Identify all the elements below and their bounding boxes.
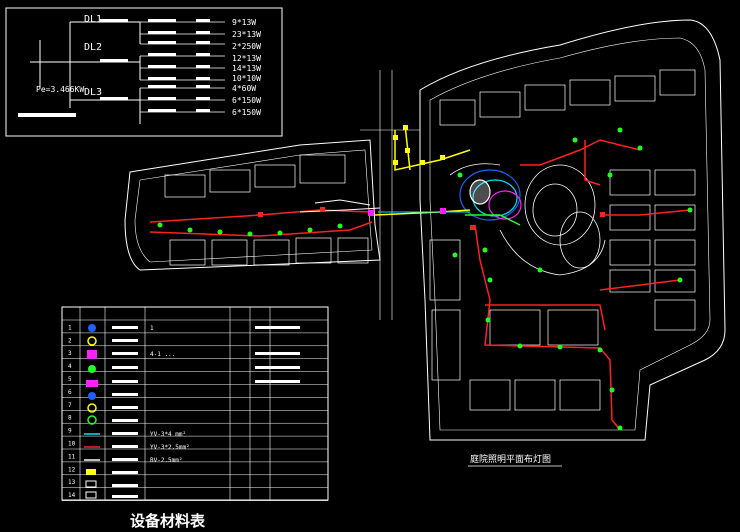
light-fixtures (157, 125, 693, 431)
table-title: 设备材料表 (130, 512, 206, 530)
circuit-label-dl1: DL1 (84, 14, 102, 25)
legend-row-number: 4 (68, 363, 72, 370)
load-dl2-1: 12*13W (232, 54, 261, 63)
legend-spec-row9: YV-3*4 mm² (150, 431, 186, 438)
legend-spec-row11: BV-2.5mm² (150, 457, 183, 464)
legend-symbols (84, 324, 100, 499)
load-dl3-1: 4*60W (232, 84, 256, 93)
pond (459, 169, 522, 221)
legend-row-number: 13 (68, 479, 76, 486)
central-garden (449, 163, 606, 276)
legend-descriptions (112, 326, 300, 498)
legend-spec-row1: 1 (150, 325, 154, 332)
legend-row-number: 12 (68, 466, 76, 473)
circuit-label-dl2: DL2 (84, 42, 102, 53)
legend-row-number: 10 (68, 441, 76, 448)
circuit-label-dl3: DL3 (84, 87, 102, 98)
legend-row-number: 7 (68, 402, 72, 409)
total-power: Pe=3.466KW (36, 85, 84, 94)
legend-row-number: 5 (68, 376, 72, 383)
site-plan (124, 19, 726, 441)
load-dl1-2: 23*13W (232, 30, 261, 39)
legend-spec-row10: YV-3*2.5mm² (150, 444, 190, 451)
distribution-schematic: DL1 DL2 DL3 9*13W 23*13W 2*250W 12*13W 1… (5, 7, 283, 137)
legend-row-number: 9 (68, 428, 72, 435)
legend-row-number: 6 (68, 389, 72, 396)
load-dl1-3: 2*250W (232, 42, 261, 51)
load-dl1-1: 9*13W (232, 18, 256, 27)
legend-row-number: 3 (68, 350, 72, 357)
legend-row-number: 1 (68, 324, 72, 331)
legend-row-number: 2 (68, 337, 72, 344)
load-dl3-2: 6*150W (232, 96, 261, 105)
plan-title: 庭院照明平面布灯图 (470, 453, 551, 465)
load-dl3-3: 6*150W (232, 108, 261, 117)
load-dl2-2: 14*13W (232, 64, 261, 73)
legend-spec-row3: 4-1 ... (150, 351, 175, 358)
legend-row-number: 14 (68, 492, 76, 499)
load-dl2-3: 10*10W (232, 74, 261, 83)
legend-row-number: 11 (68, 453, 76, 460)
buildings (164, 69, 696, 411)
legend-row-number: 8 (68, 415, 72, 422)
